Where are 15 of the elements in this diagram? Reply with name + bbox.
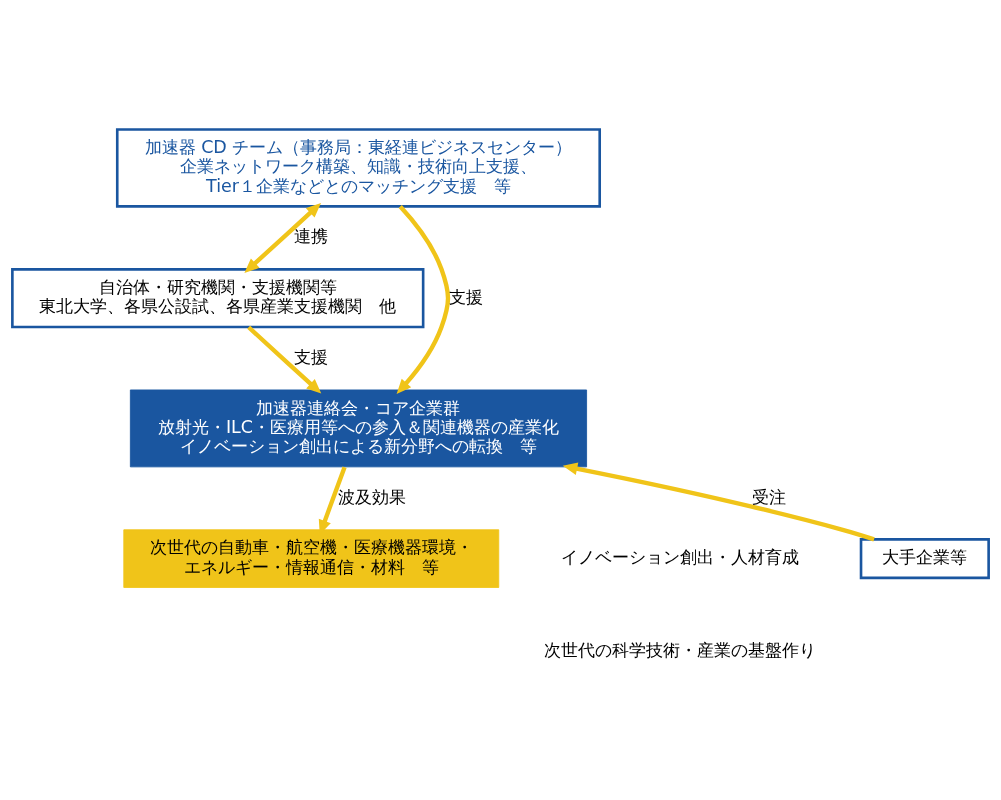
edge-label: 連携 [293,226,328,247]
label: 次世代の科学技術・産業の基盤作り [544,639,817,660]
node-box: 次世代の自動車・航空機・医療機器環境・エネルギー・情報通信・材料 等 [123,529,500,588]
node-box: 大手企業等 [859,538,990,580]
node-box: 加速器 CD チーム（事務局：東経連ビジネスセンター） 企業ネットワーク構築、知識・技術向上支援、Tier１企業などとのマッチング支援 等 [115,128,601,208]
label: イノベーション創出・人材育成 [561,547,800,567]
node-box: 自治体・研究機関・支援機関等 東北大学、各県公設試、各県産業支援機関 他 [11,268,425,329]
arrow [247,325,322,394]
edge-label: 支援 [293,346,328,367]
edge-label: 波及効果 [338,486,407,507]
arrow [244,203,322,273]
node-box: 加速器連絡会・コア企業群 放射光・ILC・医療用等への参入＆関連機器の産業化 イノベーション創出による新分野への転換 等 [129,389,588,468]
arrow [396,205,451,394]
arrow [562,462,875,542]
edge-label: 受注 [751,486,786,507]
